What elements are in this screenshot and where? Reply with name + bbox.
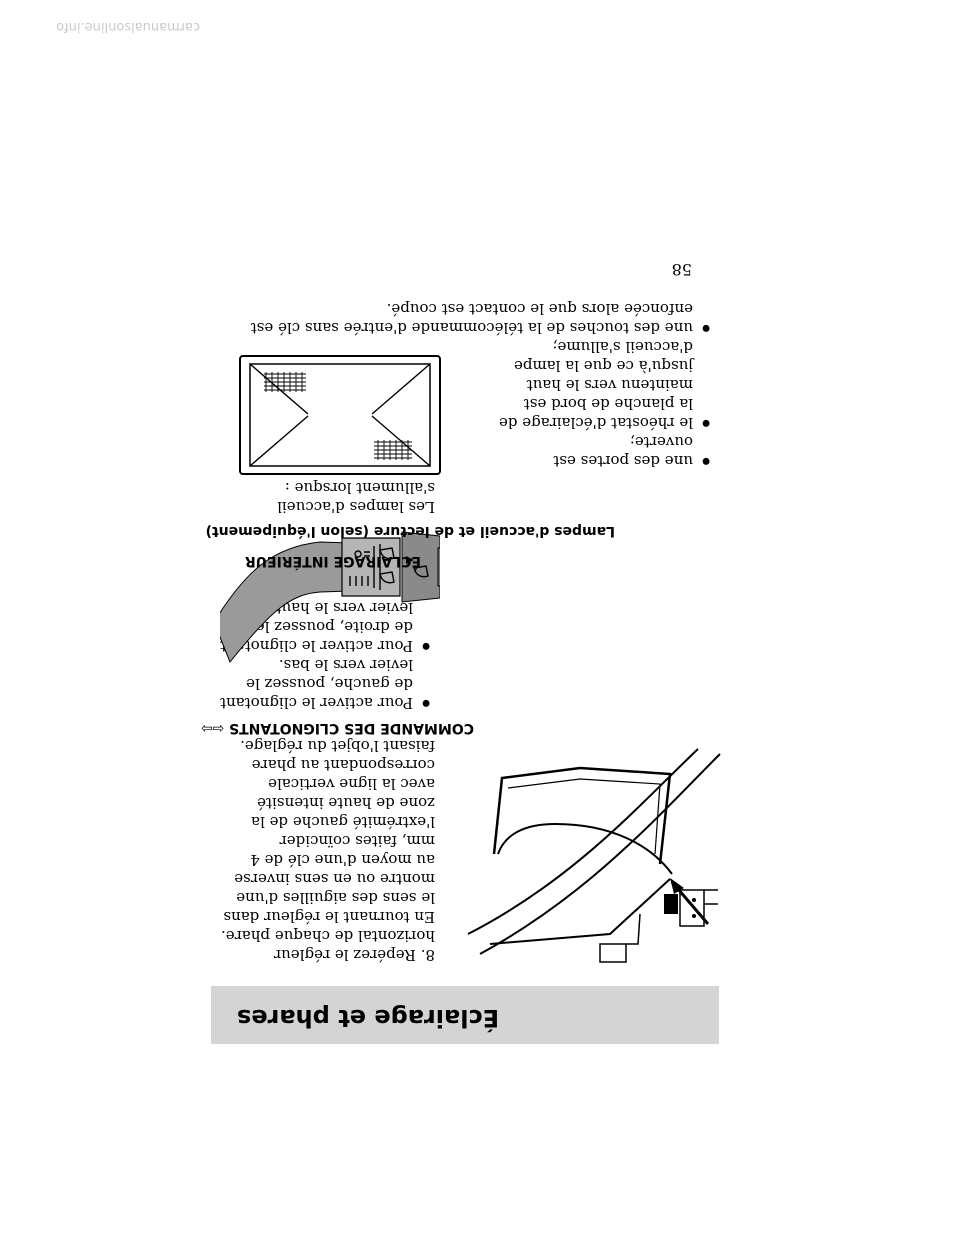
left-arrow-outline-icon: ⇦ [212,720,225,736]
headlamp-illustration [460,742,730,974]
section-title: Éclairage et phares [237,1004,500,1032]
interior-lighting-subheading: Lampes d'accueil et de lecture (selon l'… [205,523,615,539]
section-header-band: Éclairage et phares [211,986,719,1044]
headlamp-adjust-step: 8. Repérez le régleur horizontal de chaq… [221,737,435,964]
turn-signals-heading: COMMANDE DES CLIGNOTANTS ⇦⇨ [200,720,474,736]
page-number: 58 [671,260,692,279]
list-item: le rhéostat d'éclairage de la planche de… [493,337,710,432]
interior-lighting-heading: ÉCLAIRAGE INTÉRIEUR [244,553,421,569]
footer-watermark: carmanualsonline.info [56,19,200,34]
pointer-arrow [670,878,710,925]
turn-signal-lever-illustration [220,442,440,672]
list-item: une des portes est ouverte; [493,432,710,470]
list-item: une des touches de la télécommande d'ent… [203,299,710,337]
interior-lighting-intro: Les lampes d'accueil s'allument lorsque … [277,479,435,516]
dome-lamp-illustration [238,354,442,476]
right-arrow-outline-icon: ⇨ [200,720,213,736]
